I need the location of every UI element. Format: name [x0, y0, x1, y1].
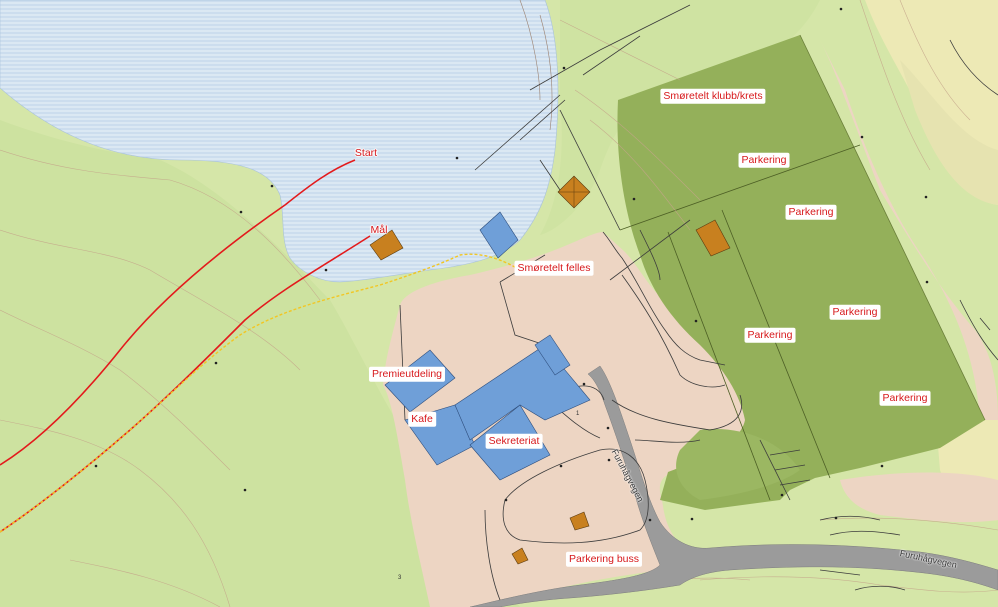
- label-parking-3: Parkering: [829, 304, 881, 320]
- developed-area: [820, 40, 998, 420]
- label-cafe: Kafe: [408, 411, 436, 427]
- label-wax-tent-shared: Smøretelt felles: [514, 260, 594, 276]
- label-start: Start: [354, 146, 378, 159]
- bus-hut: [511, 547, 529, 565]
- label-finish: Mål: [370, 223, 388, 236]
- forest-area: [0, 120, 520, 607]
- side-building: [534, 334, 571, 376]
- field-area: [900, 60, 998, 205]
- label-bus-parking: Parkering buss: [565, 551, 643, 567]
- label-parking-2: Parkering: [785, 204, 837, 220]
- developed-area: [383, 232, 760, 607]
- label-awards: Premieutdeling: [368, 366, 446, 382]
- label-secretariat: Sekreteriat: [485, 433, 543, 449]
- track-start: [0, 159, 356, 466]
- map-number: 3: [398, 575, 402, 581]
- label-parking-1: Parkering: [738, 152, 790, 168]
- stadium-hut: [695, 219, 731, 257]
- parking-hut: [569, 511, 590, 531]
- road-furuhagvegen: [469, 365, 998, 607]
- label-parking-5: Parkering: [879, 390, 931, 406]
- dots: [94, 7, 929, 522]
- lake-building: [479, 211, 519, 259]
- map-number: 1: [576, 411, 580, 417]
- label-parking-4: Parkering: [744, 327, 796, 343]
- lake: [0, 0, 559, 283]
- label-wax-tent-club: Smøretelt klubb/krets: [660, 88, 766, 104]
- finish-hut: [369, 229, 404, 261]
- developed-area: [840, 472, 998, 523]
- sports-field: [676, 429, 800, 500]
- track-shared: [0, 253, 521, 533]
- boundary-lines: [399, 4, 998, 601]
- buildings-brown: [369, 175, 731, 565]
